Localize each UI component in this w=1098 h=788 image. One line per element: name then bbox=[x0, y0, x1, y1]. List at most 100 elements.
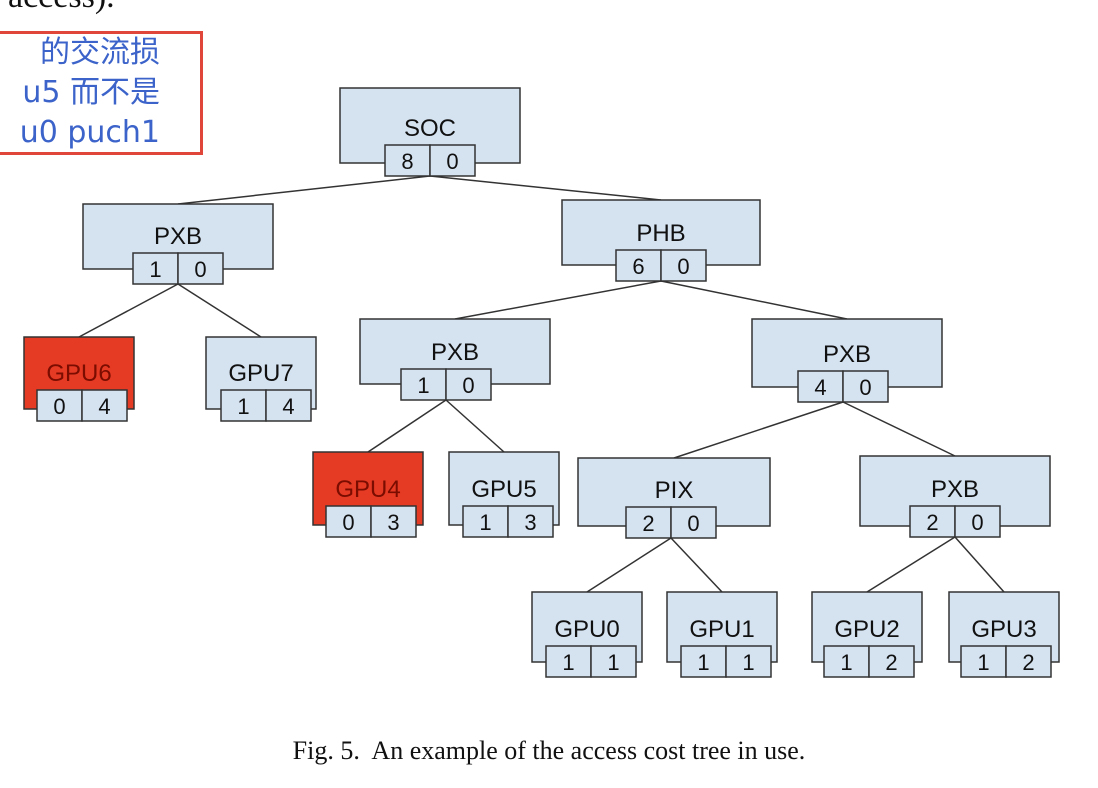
node-cost-cell-left bbox=[325, 505, 372, 538]
node-cost-cell-right bbox=[590, 645, 637, 678]
tree-edge-pxb-d-to-gpu3 bbox=[954, 536, 1005, 593]
node-cost-cell-right bbox=[265, 389, 312, 422]
node-label: PXB bbox=[823, 341, 871, 368]
node-cost-cell-right bbox=[842, 370, 889, 403]
tree-node-pxb-d: PXB 2 0 bbox=[859, 455, 1051, 538]
node-cost-value-left: 4 bbox=[814, 375, 826, 400]
node-cost-cell-right bbox=[81, 389, 128, 422]
node-cost-value-left: 1 bbox=[149, 257, 161, 282]
node-cost-value-left: 1 bbox=[237, 394, 249, 419]
node-cost-cell-left bbox=[615, 249, 662, 282]
annotation-line-3: u0 puch1 bbox=[19, 115, 160, 150]
node-cost-value-right: 3 bbox=[387, 510, 399, 535]
node-label: GPU1 bbox=[689, 616, 754, 643]
tree-edge-pxb-b-to-gpu5 bbox=[445, 399, 505, 453]
node-cost-value-right: 0 bbox=[971, 510, 983, 535]
node-cost-cell-right bbox=[429, 144, 476, 177]
node-label: GPU7 bbox=[228, 360, 293, 387]
tree-edge-phb-to-pxb-b bbox=[454, 280, 662, 320]
node-cost-cell-left bbox=[909, 505, 956, 538]
tree-edge-pix-to-gpu1 bbox=[670, 537, 723, 593]
node-cost-cell-right bbox=[670, 506, 717, 539]
node-label: GPU5 bbox=[471, 476, 536, 503]
node-cost-cell-left bbox=[36, 389, 83, 422]
annotation-line-2: u5 而不是 bbox=[22, 75, 160, 110]
node-label: GPU4 bbox=[335, 476, 400, 503]
tree-edge-pxb-a-to-gpu7 bbox=[177, 283, 262, 338]
tree-edge-pix-to-gpu0 bbox=[586, 537, 672, 593]
tree-node-pxb-a: PXB 1 0 bbox=[82, 203, 274, 285]
tree-edge-pxb-c-to-pix bbox=[673, 401, 844, 459]
header-fragment-text: access). bbox=[8, 0, 115, 16]
annotation-line-1: 的交流损 bbox=[40, 35, 160, 70]
node-cost-value-right: 0 bbox=[677, 254, 689, 279]
node-cost-value-left: 1 bbox=[562, 650, 574, 675]
node-label: PHB bbox=[636, 220, 685, 247]
node-cost-value-right: 0 bbox=[859, 375, 871, 400]
tree-node-gpu7: GPU7 1 4 bbox=[205, 336, 317, 422]
node-cost-cell-right bbox=[370, 505, 417, 538]
node-cost-cell-right bbox=[177, 252, 224, 285]
tree-node-gpu4: GPU4 0 3 bbox=[312, 451, 424, 538]
tree-edge-pxb-b-to-gpu4 bbox=[367, 399, 447, 453]
tree-node-pxb-c: PXB 4 0 bbox=[751, 318, 943, 403]
tree-edge-soc-to-pxb-a bbox=[177, 175, 431, 205]
node-label: SOC bbox=[404, 115, 456, 142]
node-cost-cell-right bbox=[725, 645, 772, 678]
node-cost-cell-left bbox=[545, 645, 592, 678]
tree-node-phb: PHB 6 0 bbox=[561, 199, 761, 282]
tree-edge-pxb-a-to-gpu6 bbox=[78, 283, 179, 338]
node-label: GPU3 bbox=[971, 616, 1036, 643]
tree-node-gpu6: GPU6 0 4 bbox=[23, 336, 135, 422]
node-cost-cell-left bbox=[400, 368, 447, 401]
node-cost-cell-left bbox=[680, 645, 727, 678]
node-cost-cell-right bbox=[954, 505, 1001, 538]
node-cost-value-right: 0 bbox=[194, 257, 206, 282]
node-cost-value-left: 2 bbox=[926, 510, 938, 535]
node-box bbox=[577, 457, 771, 527]
node-cost-cell-left bbox=[220, 389, 267, 422]
node-cost-value-left: 8 bbox=[401, 149, 413, 174]
node-cost-value-right: 0 bbox=[462, 373, 474, 398]
tree-edge-pxb-c-to-pxb-d bbox=[842, 401, 956, 457]
node-cost-value-left: 1 bbox=[417, 373, 429, 398]
tree-edge-soc-to-phb bbox=[429, 175, 662, 201]
node-cost-value-left: 1 bbox=[840, 650, 852, 675]
tree-node-gpu0: GPU0 1 1 bbox=[531, 591, 643, 678]
tree-node-gpu1: GPU1 1 1 bbox=[666, 591, 778, 678]
tree-edge-phb-to-pxb-c bbox=[660, 280, 848, 320]
node-label: GPU6 bbox=[46, 360, 111, 387]
node-cost-value-right: 1 bbox=[607, 650, 619, 675]
node-cost-value-left: 0 bbox=[53, 394, 65, 419]
node-cost-value-left: 6 bbox=[632, 254, 644, 279]
node-label: PXB bbox=[931, 476, 979, 503]
node-cost-value-right: 2 bbox=[885, 650, 897, 675]
tree-edge-pxb-d-to-gpu2 bbox=[866, 536, 956, 593]
node-label: PXB bbox=[154, 223, 202, 250]
node-cost-value-right: 4 bbox=[98, 394, 110, 419]
node-cost-cell-right bbox=[1005, 645, 1052, 678]
node-cost-value-right: 0 bbox=[687, 511, 699, 536]
node-label: PXB bbox=[431, 339, 479, 366]
node-cost-value-right: 0 bbox=[446, 149, 458, 174]
node-cost-value-left: 1 bbox=[697, 650, 709, 675]
node-cost-cell-right bbox=[507, 505, 554, 538]
node-cost-value-left: 2 bbox=[642, 511, 654, 536]
node-cost-value-right: 2 bbox=[1022, 650, 1034, 675]
figure-caption: Fig. 5. An example of the access cost tr… bbox=[292, 736, 806, 765]
node-cost-cell-right bbox=[445, 368, 492, 401]
node-cost-value-right: 1 bbox=[742, 650, 754, 675]
tree-edges bbox=[78, 175, 1005, 593]
node-cost-value-right: 4 bbox=[282, 394, 294, 419]
annotation-box: 的交流损 u5 而不是 u0 puch1 bbox=[0, 31, 203, 155]
tree-node-soc: SOC 8 0 bbox=[339, 87, 521, 177]
node-label: GPU0 bbox=[554, 616, 619, 643]
node-cost-cell-left bbox=[960, 645, 1007, 678]
node-cost-value-left: 0 bbox=[342, 510, 354, 535]
